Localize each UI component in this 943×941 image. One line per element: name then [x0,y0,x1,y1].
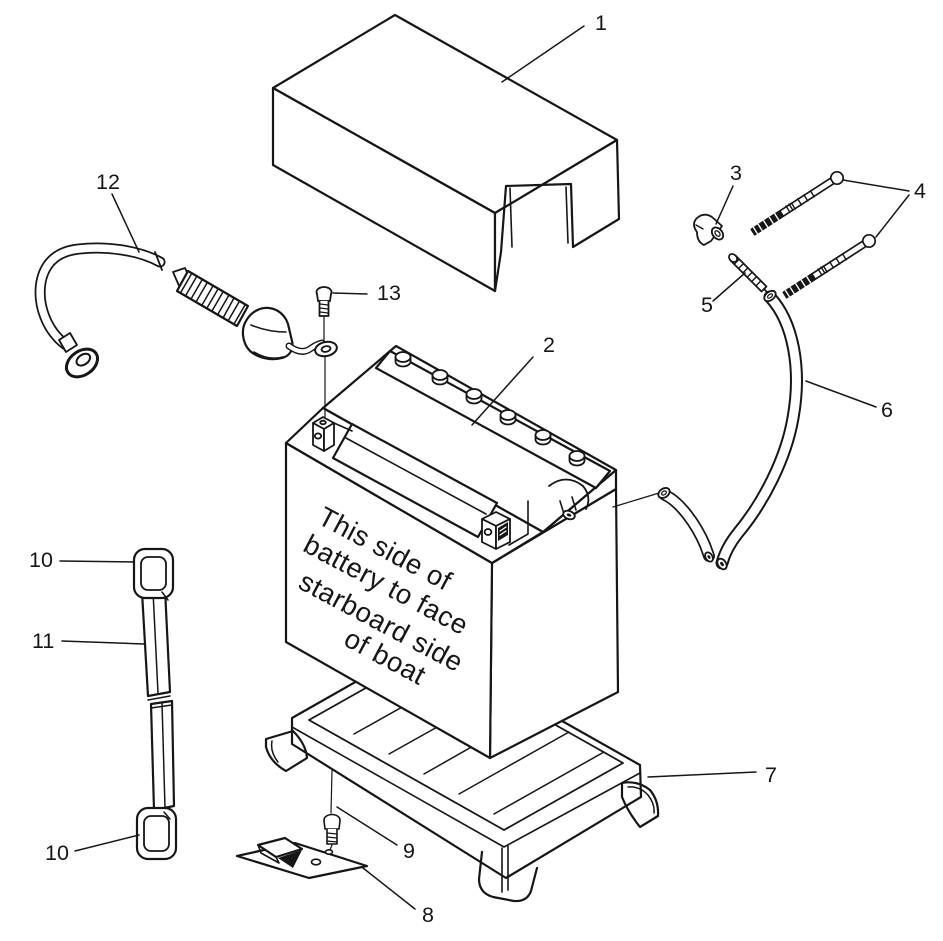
leader-lines [59,25,910,910]
tray-foot [477,850,539,903]
part-9-screw [323,769,341,851]
part-4-mounting-screws [750,170,877,299]
part-2-battery: This side of battery to face starboard s… [284,344,620,760]
tray-right-flange [620,781,660,829]
filler-caps [394,351,586,467]
callout-label-9: 9 [403,839,415,863]
callout-label-11: 11 [32,629,54,653]
part-5-screw [728,253,769,294]
callout-label-10-bottom: 10 [45,841,69,865]
callout-label-1: 1 [595,11,607,35]
part-13-terminal-bolt [315,286,333,418]
battery-vent-fitting [548,478,590,521]
part-1-cover [271,13,621,293]
part-3-elbow-fitting [693,213,725,246]
callout-label-3: 3 [730,161,742,185]
callout-label-10-top: 10 [29,548,53,572]
battery-terminal-right [481,511,511,550]
cable-boot [241,306,294,361]
callout-label-8: 8 [422,903,434,927]
callout-label-7: 7 [765,763,777,787]
cable-spiral-wrap [180,272,246,325]
tray-left-flange [264,729,309,773]
part-6-vent-tube [612,289,803,571]
callout-label-4: 4 [914,179,926,203]
battery-terminal-left [312,416,335,452]
callouts: 1 2 3 4 5 6 7 8 9 10 11 10 12 13 [29,11,926,927]
callout-label-5: 5 [701,293,713,317]
callout-label-12: 12 [96,170,120,194]
part-12-battery-cable [34,242,338,379]
cable-ring-terminal [64,347,100,379]
callout-label-2: 2 [543,333,555,357]
callout-label-6: 6 [881,398,893,422]
part-8-bracket [235,836,369,880]
callout-label-13: 13 [377,281,401,305]
part-10-11-strap [132,547,178,861]
